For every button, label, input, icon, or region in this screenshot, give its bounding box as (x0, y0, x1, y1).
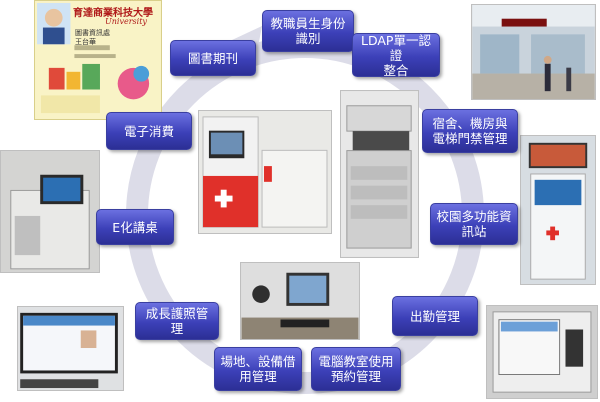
node-e-podium: E化講桌 (96, 209, 174, 245)
photo-attendance-terminal (486, 305, 598, 399)
photo-copier (340, 90, 419, 258)
node-e-payment: 電子消費 (106, 112, 192, 150)
photo-e-podium (0, 150, 100, 273)
photo-service-hall (471, 4, 596, 100)
photo-id-card: 育達商業科技大學 University 圖書資訊處 王台華 (34, 0, 162, 120)
photo-kiosk-machines (198, 110, 332, 234)
node-growth-passport: 成長護照管理 (135, 302, 219, 340)
node-attendance: 出勤管理 (392, 296, 478, 336)
node-library-journals: 圖書期刊 (170, 40, 256, 76)
node-access-control: 宿舍、機房與 電梯門禁管理 (422, 109, 518, 153)
node-ldap-integration: LDAP單一認證 整合 (352, 33, 440, 78)
node-classroom-reservation: 電腦教室使用 預約管理 (311, 347, 401, 391)
node-info-kiosk: 校園多功能資 訊站 (430, 203, 518, 245)
id-card-name: 王台華 (75, 38, 96, 46)
id-card-dept: 圖書資訊處 (75, 29, 110, 37)
node-identity-recognition: 教職員生身份 識別 (262, 10, 354, 52)
photo-growth-passport-screen (17, 306, 124, 391)
photo-info-kiosk (520, 135, 596, 285)
photo-desk-computers (240, 262, 360, 340)
node-equipment-borrowing: 場地、設備借 用管理 (214, 347, 302, 391)
id-card-school-en: University (105, 17, 147, 26)
id-card-school: 育達商業科技大學 (73, 8, 153, 19)
